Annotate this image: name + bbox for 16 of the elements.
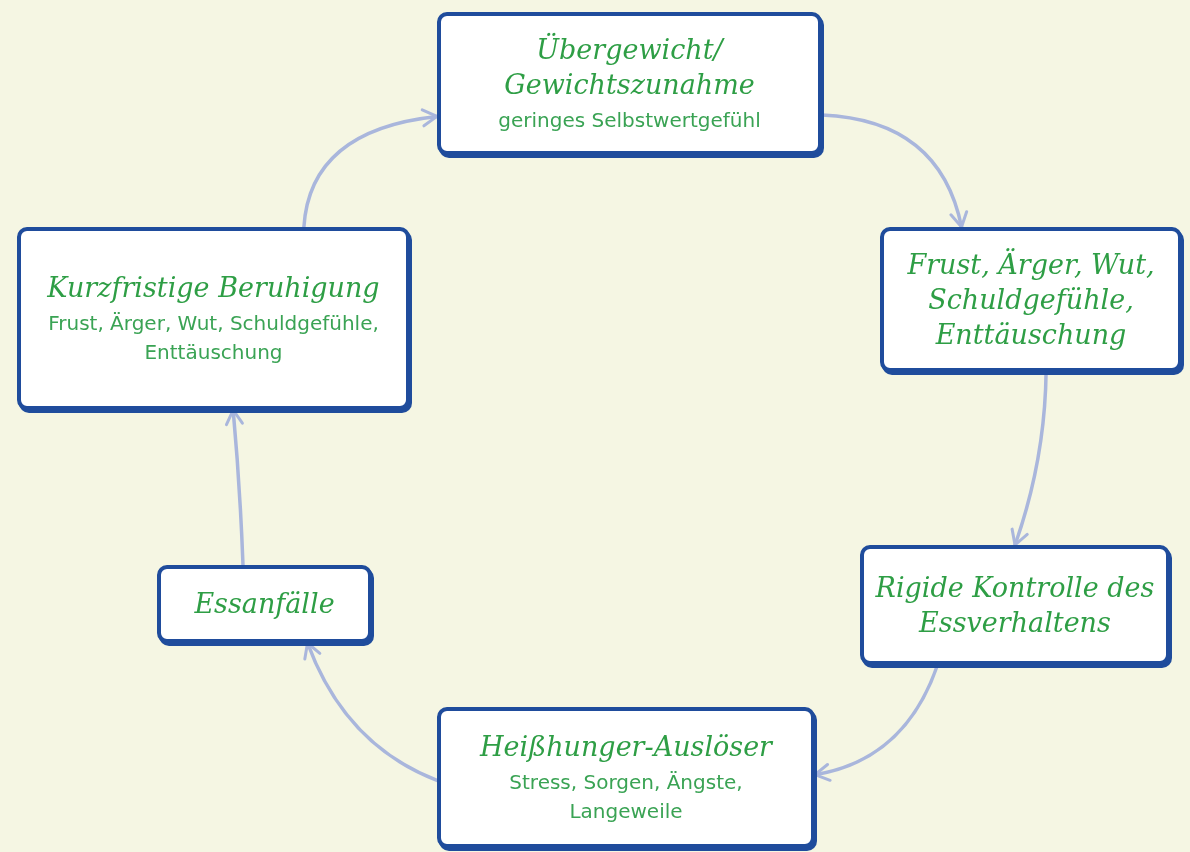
box-heading: Heißhunger-Auslöser [480, 729, 772, 764]
process-box [17, 227, 410, 410]
box-heading: Kurzfristige Beruhigung [47, 270, 380, 305]
process-box [437, 707, 815, 848]
box-text: Stress, Sorgen, Ängste, Langeweile [508, 769, 744, 826]
box-text: geringes Selbstwertgefühl [498, 107, 761, 135]
process-box [437, 12, 822, 155]
box-heading: Frust, Ärger, Wut, Schuldgefühle, Enttäuschung [906, 247, 1156, 353]
process-box [880, 227, 1182, 372]
box-heading: Essanfälle [194, 587, 335, 622]
box-heading: Übergewicht/ Gewichtszunahme [503, 32, 756, 102]
process-box [157, 565, 372, 643]
process-box [860, 545, 1170, 665]
box-text: Frust, Ärger, Wut, Schuldgefühle, Enttäuschung [47, 310, 380, 367]
arrow [302, 108, 439, 229]
box-heading: Rigide Kontrolle des Essverhaltens [874, 570, 1156, 640]
